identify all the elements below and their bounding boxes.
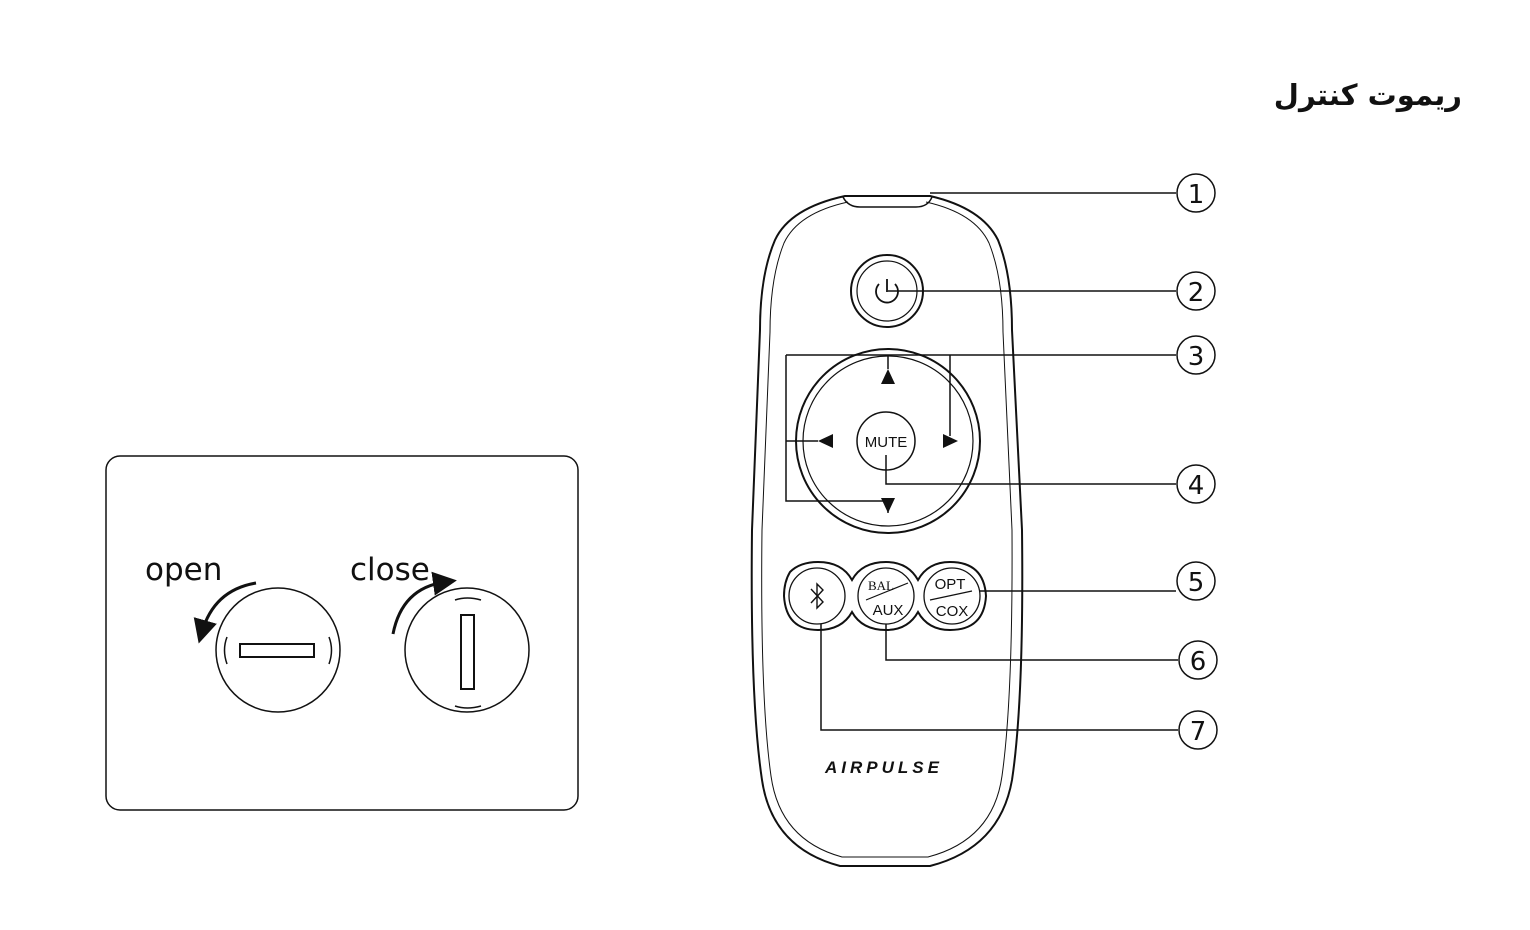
power-icon bbox=[875, 279, 899, 304]
bluetooth-button[interactable] bbox=[788, 567, 846, 625]
cox-label: COX bbox=[936, 603, 969, 620]
close-rotation-arrow bbox=[391, 571, 457, 635]
callout-7: 7 bbox=[1178, 710, 1218, 750]
callout-2-number: 2 bbox=[1188, 278, 1205, 308]
leader-line-4 bbox=[885, 455, 1176, 485]
callout-4: 4 bbox=[1176, 464, 1216, 504]
mute-label: MUTE bbox=[865, 434, 908, 451]
brand-logo: AIRPULSE bbox=[824, 758, 943, 777]
previous-arrow-icon[interactable] bbox=[818, 434, 833, 448]
bal-label: BAL bbox=[868, 578, 894, 593]
source-button-group bbox=[782, 560, 988, 632]
callout-5-number: 5 bbox=[1188, 568, 1205, 598]
open-label: open bbox=[145, 552, 222, 588]
slot-vertical bbox=[460, 614, 475, 690]
opt-cox-button[interactable]: OPT COX bbox=[923, 567, 981, 625]
volume-up-arrow-icon[interactable] bbox=[881, 369, 895, 384]
callout-6: 6 bbox=[1178, 640, 1218, 680]
callout-1: 1 bbox=[1176, 173, 1216, 213]
callout-5: 5 bbox=[1176, 561, 1216, 601]
remote-body bbox=[750, 195, 1024, 867]
battery-cover-open bbox=[215, 587, 341, 713]
remote-outline bbox=[750, 195, 1024, 867]
opt-label: OPT bbox=[935, 576, 966, 593]
battery-panel-frame bbox=[105, 455, 579, 811]
remote-inner-outline bbox=[761, 201, 1013, 858]
callout-4-number: 4 bbox=[1188, 471, 1205, 501]
close-label: close bbox=[350, 552, 430, 588]
callout-6-number: 6 bbox=[1190, 647, 1207, 677]
battery-cover-panel: open close bbox=[105, 455, 579, 811]
slot-horizontal bbox=[239, 643, 315, 658]
aux-label: AUX bbox=[873, 602, 904, 619]
next-arrow-icon[interactable] bbox=[943, 434, 958, 448]
callout-7-number: 7 bbox=[1190, 717, 1207, 747]
open-rotation-arrow bbox=[193, 581, 257, 644]
leader-line-7 bbox=[820, 624, 1178, 731]
callout-1-number: 1 bbox=[1188, 180, 1205, 210]
callout-2: 2 bbox=[1176, 271, 1216, 311]
page-title: ريموت كنترل bbox=[1273, 78, 1462, 112]
ir-window bbox=[842, 196, 933, 208]
callout-3-number: 3 bbox=[1188, 342, 1205, 372]
bal-aux-button[interactable]: BAL AUX bbox=[857, 567, 915, 625]
leader-line-3 bbox=[785, 354, 1176, 513]
battery-cover-closed bbox=[404, 587, 530, 713]
leader-lines bbox=[785, 192, 1178, 731]
callout-3: 3 bbox=[1176, 335, 1216, 375]
leader-line-6 bbox=[885, 624, 1178, 661]
bluetooth-icon bbox=[810, 582, 824, 610]
